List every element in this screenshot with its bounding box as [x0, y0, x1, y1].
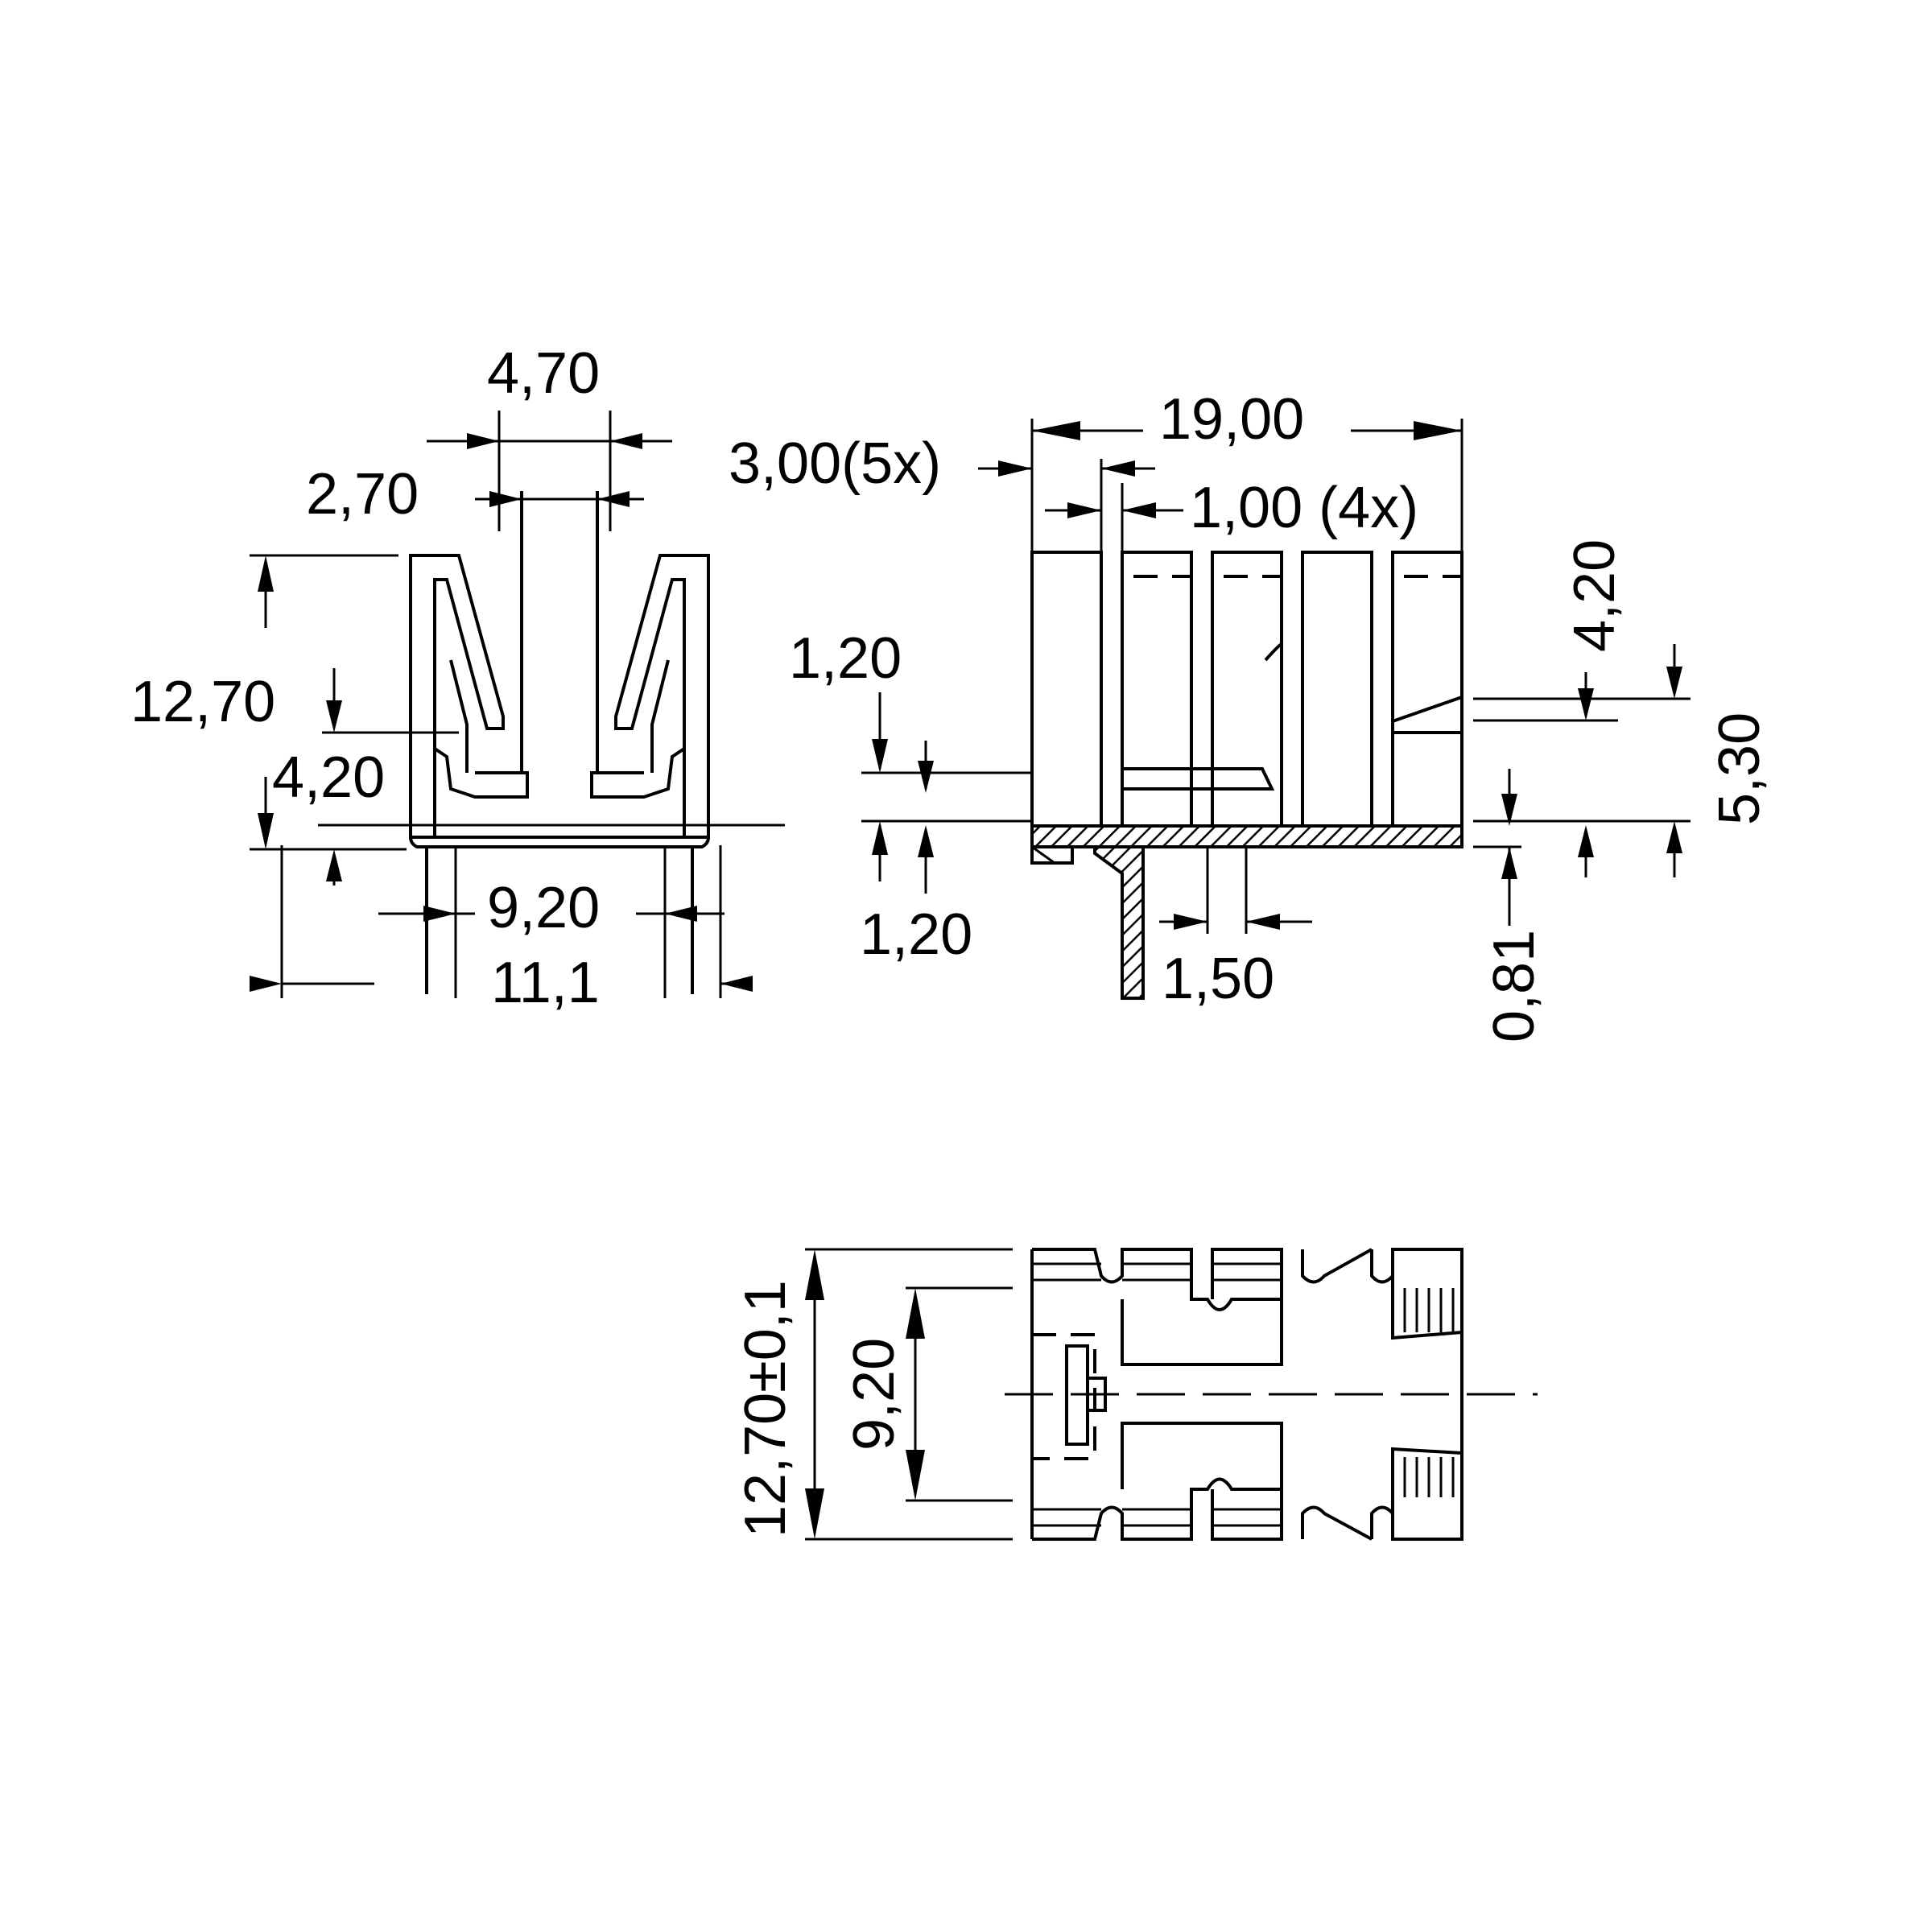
arrow-300-left: [1101, 460, 1135, 477]
dim-label-530: 5,30: [1707, 712, 1772, 825]
dim-label-420-right: 4,20: [1563, 539, 1627, 652]
arrow-1270b-top: [805, 1249, 824, 1300]
arrow-100-left: [1122, 502, 1156, 518]
arrow-300-right: [998, 460, 1032, 477]
arrow-420-top: [326, 700, 342, 733]
arrow-270-left: [489, 491, 522, 507]
dim-label-111: 11,1: [491, 951, 600, 1015]
dim-label-920-bottom: 9,20: [842, 1338, 906, 1451]
arrow-1270b-bottom: [805, 1488, 824, 1539]
arrow-100-right: [1067, 502, 1101, 518]
dim-label-920: 9,20: [487, 876, 600, 940]
base-plate: [1030, 824, 1463, 848]
arrow-111-right: [720, 976, 753, 992]
side-view: 19,00 3,00(5x) 1,00 (4x) 1,20 1,20 1,50 …: [729, 387, 1772, 1042]
end-view: 4,70 2,70 12,70 4,20 9,20 11,1: [130, 341, 785, 1015]
arrow-920b-top: [906, 1288, 925, 1339]
dim-label-270: 2,70: [306, 462, 419, 526]
arrow-530-bottom: [1666, 821, 1682, 853]
arrow-1900-left: [1032, 421, 1080, 440]
dim-label-150: 1,50: [1162, 947, 1274, 1011]
arrow-530-top: [1666, 667, 1682, 699]
dim-label-1270-tol: 12,70±0,1: [733, 1280, 798, 1538]
dim-label-1270: 12,70: [130, 670, 275, 734]
arrow-150-left: [1246, 914, 1280, 930]
arrow-420r-top: [1578, 688, 1594, 720]
dim-label-470: 4,70: [487, 341, 600, 406]
dim-label-1900: 19,00: [1159, 387, 1304, 452]
pin: [1093, 845, 1145, 1000]
arrow-150-right: [1174, 914, 1208, 930]
dim-label-120-top: 1,20: [789, 626, 902, 691]
arrow-470-right: [610, 433, 642, 449]
dim-label-100: 1,00 (4x): [1190, 476, 1418, 540]
dim-label-081: 0,81: [1482, 930, 1546, 1042]
dim-label-120-bottom: 1,20: [860, 902, 972, 967]
bottom-view: 12,70±0,1 9,20: [733, 1248, 1538, 1541]
dim-label-420: 4,20: [272, 745, 385, 810]
arrow-120b-bottom: [918, 825, 934, 857]
dim-label-300: 3,00(5x): [729, 431, 941, 496]
arrow-920-left: [423, 906, 456, 922]
arrow-081-bottom: [1501, 847, 1517, 879]
arrow-420-bottom: [326, 849, 342, 881]
arrow-1900-right: [1414, 421, 1462, 440]
arrow-1270-top: [258, 555, 274, 592]
arrow-920b-bottom: [906, 1450, 925, 1501]
arrow-420r-bottom: [1578, 825, 1594, 857]
arrow-920-right: [665, 906, 697, 922]
arrow-111-left: [250, 976, 282, 992]
arrow-120a-bottom: [872, 821, 888, 855]
arrow-120b-top: [918, 761, 934, 793]
arrow-081-top: [1501, 794, 1517, 826]
arrow-120a-top: [872, 739, 888, 773]
arrow-470-left: [467, 433, 499, 449]
arrow-270-right: [597, 491, 630, 507]
arrow-1270-bottom: [258, 813, 274, 849]
